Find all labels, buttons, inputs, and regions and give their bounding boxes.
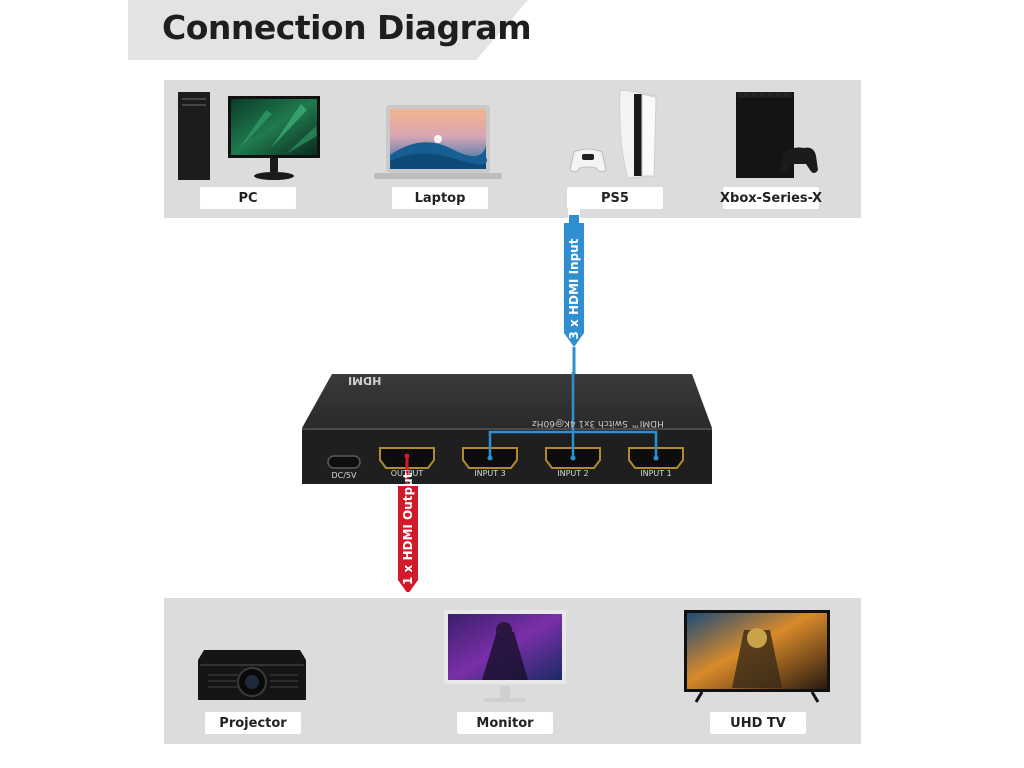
ps5-console-icon [569, 89, 657, 179]
xbox-series-x-icon [736, 92, 818, 178]
port-label-input-1: INPUT 1 [640, 469, 672, 478]
port-label-input-2: INPUT 2 [557, 469, 589, 478]
display-label-projector: Projector [205, 712, 301, 734]
source-label-pc: PC [200, 187, 296, 209]
port-label-input-3: INPUT 3 [474, 469, 506, 478]
projector-icon [198, 650, 306, 700]
input-cable-label: 3 x HDMI Input [567, 238, 581, 340]
desktop-pc-icon [178, 92, 320, 180]
input-cable-arrow [564, 209, 584, 379]
switch-logo: HDMI [348, 374, 382, 387]
usb-c-port-icon [327, 455, 361, 469]
source-label-ps5: PS5 [567, 187, 663, 209]
page-title: Connection Diagram [162, 8, 532, 47]
output-cable-arrow [398, 486, 418, 600]
monitor-icon [444, 610, 566, 702]
display-label-monitor: Monitor [457, 712, 553, 734]
port-label-output: OUTPUT [390, 469, 424, 478]
display-label-uhd-tv: UHD TV [710, 712, 806, 734]
hdmi-switch-device [302, 372, 712, 488]
title-banner [128, 0, 528, 60]
source-label-xbox: Xbox-Series-X [720, 187, 822, 209]
laptop-icon [374, 105, 502, 179]
output-cable-label: 1 x HDMI Output [401, 472, 415, 585]
uhd-tv-icon [684, 610, 830, 703]
source-label-laptop: Laptop [392, 187, 488, 209]
switch-model-text: HDMI™ Switch 3x1 4K@60Hz [532, 418, 664, 428]
port-label-dc: DC/5V [331, 471, 357, 480]
